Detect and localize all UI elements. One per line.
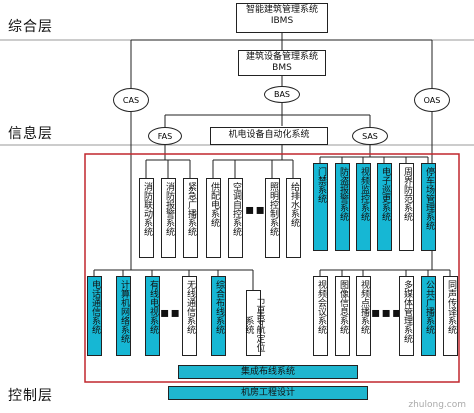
ibms-box: 智能建筑管理系统 IBMS <box>236 3 328 33</box>
bms-title: 建筑设备管理系统 <box>245 52 318 62</box>
ibms-abbr: IBMS <box>270 16 294 26</box>
cas-child-box: 综合布线系统 <box>211 276 226 356</box>
cas-child-box: 电话通信系统 <box>87 276 102 356</box>
cas-oval: CAS <box>113 88 149 112</box>
cas-child-box: 卫星导航定位系统 <box>244 290 265 356</box>
bas-child-box: 空调自控系统 <box>228 178 243 258</box>
fas-child-box: 消防联动系统 <box>139 178 154 258</box>
integrated-cabling-bar: 集成布线系统 <box>178 365 358 379</box>
machine-room-bar: 机房工程设计 <box>168 386 368 400</box>
oas-child-box: 视频点播系统 <box>356 276 371 356</box>
ellipsis-marker: ▪▪▪ <box>371 305 403 321</box>
oas-oval: OAS <box>414 88 450 112</box>
bas-child-box: 供配电系统 <box>206 178 221 258</box>
cas-child-box: 有线电视系统 <box>145 276 160 356</box>
cas-child-box: 无线通信系统 <box>182 276 197 356</box>
watermark: zhulong.com <box>408 400 466 410</box>
sas-child-box: 防盗报警系统 <box>335 163 350 251</box>
bms-abbr: BMS <box>272 63 292 73</box>
sas-oval: SAS <box>352 127 388 145</box>
bas-child-box: 照明控制系统 <box>265 178 280 258</box>
sas-child-box: 电子巡更系统 <box>377 163 392 251</box>
layer-label-integrated: 综合层 <box>8 19 53 35</box>
oas-child-box: 视频会议系统 <box>313 276 328 356</box>
oas-child-box: 图像信息系统 <box>335 276 350 356</box>
bas-oval: BAS <box>264 86 300 103</box>
fas-oval: FAS <box>148 127 182 145</box>
ibms-title: 智能建筑管理系统 <box>245 5 318 15</box>
oas-child-box: 同声传译系统 <box>443 276 458 356</box>
oas-child-box: 公共广播系统 <box>421 276 436 356</box>
layer-label-control: 控制层 <box>8 388 53 404</box>
fas-child-box: 消防报警系统 <box>161 178 176 258</box>
layer-label-information: 信息层 <box>8 126 53 142</box>
cas-child-box: 计算机网络系统 <box>116 276 131 356</box>
sas-child-box: 视频监控系统 <box>356 163 371 251</box>
bms-box: 建筑设备管理系统 BMS <box>238 50 326 76</box>
mechatronics-box: 机电设备自动化系统 <box>210 127 328 145</box>
sas-child-box: 门禁系统 <box>313 163 328 251</box>
fas-child-box: 紧急广播系统 <box>183 178 198 258</box>
bas-child-box: 给排水系统 <box>286 178 301 258</box>
sas-child-box: 停车场管理系统 <box>421 163 436 251</box>
control-layer-frame <box>84 153 460 383</box>
sas-child-box: 周界防范系统 <box>399 163 414 251</box>
oas-child-box: 多媒体管理系统 <box>399 276 414 356</box>
